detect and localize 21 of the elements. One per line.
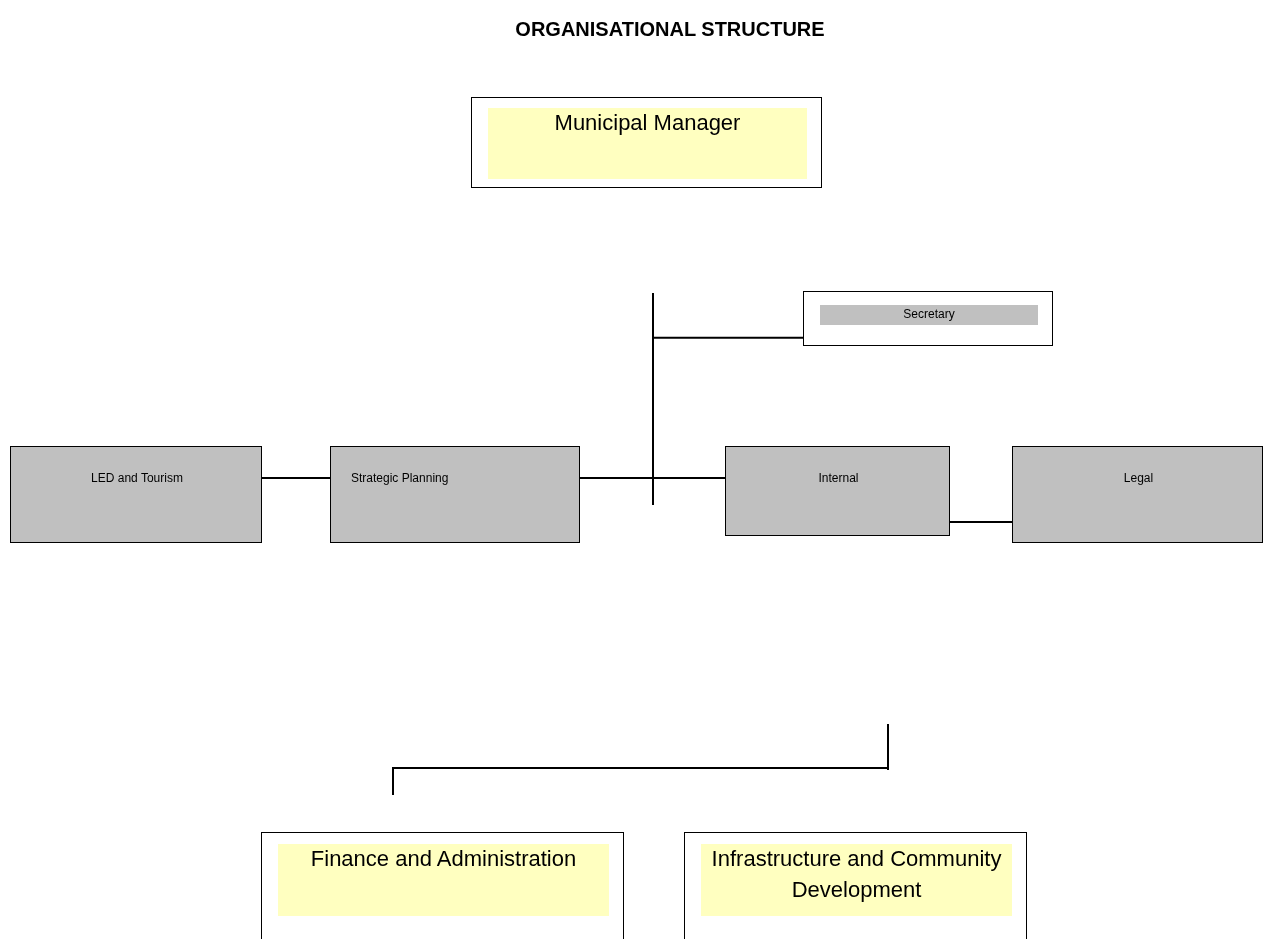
department-box	[1012, 446, 1263, 543]
department-label: LED and Tourism	[90, 470, 184, 487]
position-box	[684, 832, 1027, 939]
department-label: Internal	[817, 470, 860, 487]
connector-line	[949, 521, 1013, 523]
position-label: Infrastructure and Community Development	[701, 844, 1012, 916]
connector-line	[652, 336, 804, 339]
department-label: Legal	[1122, 470, 1155, 487]
position-box	[803, 291, 1053, 346]
department-label: Secretary	[820, 305, 1038, 325]
department-box	[725, 446, 950, 536]
chart-title: ORGANISATIONAL STRUCTURE	[514, 18, 826, 41]
department-box	[330, 446, 580, 543]
position-label: Finance and Administration	[278, 844, 609, 916]
position-label: Municipal Manager	[488, 108, 807, 179]
department-label: Strategic Planning	[351, 470, 450, 487]
position-box	[261, 832, 624, 939]
connector-line	[579, 477, 726, 479]
position-box	[471, 97, 822, 188]
department-box	[10, 446, 262, 543]
connector-line	[261, 477, 331, 479]
